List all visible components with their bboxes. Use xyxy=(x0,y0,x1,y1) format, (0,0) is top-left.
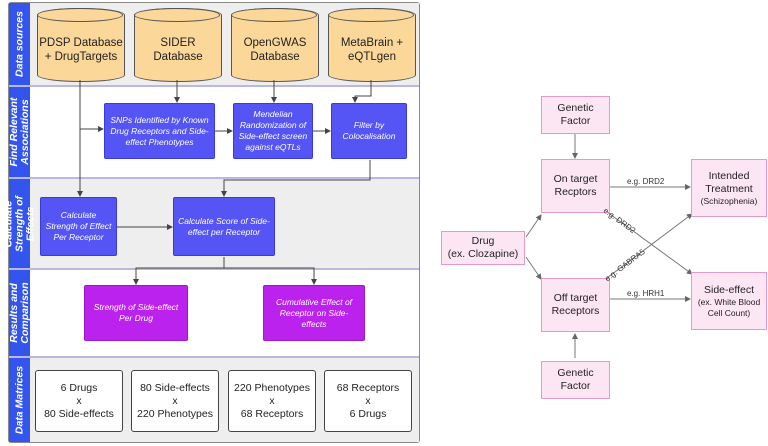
cumulative-effect-result: Cumulative Effect of Receptor on Side-ef… xyxy=(263,285,365,341)
drug-example: (ex. Clozapine) xyxy=(447,248,519,260)
cylinder-top xyxy=(134,8,220,22)
snp-identification-box: SNPs Identified by Known Drug Receptors … xyxy=(104,103,215,159)
section-label-matrices: Data Matrices xyxy=(9,358,30,442)
section-label-strength: Calculate Strength of Effects xyxy=(2,179,36,268)
band-separator xyxy=(9,177,419,179)
mendelian-randomization-box: Mendelian Randomization of Side-effect s… xyxy=(233,103,313,159)
matrix-line: 6 Drugs xyxy=(349,407,387,420)
score-per-receptor-box: Calculate Score of Side-effect per Recep… xyxy=(173,197,275,256)
section-label-results: Results and Comparison xyxy=(8,270,31,356)
genetic-factor-bottom: Genetic Factor xyxy=(541,361,610,399)
drug-label: Drug xyxy=(471,235,495,247)
database-cylinder: SIDER Database xyxy=(134,8,222,82)
matrix-line: 6 Drugs xyxy=(60,381,98,394)
drug-node: Drug(ex. Clozapine) xyxy=(441,231,525,265)
genetic-factor-top: Genetic Factor xyxy=(541,96,610,134)
on-target-receptors: On target Recptors xyxy=(541,159,610,213)
database-cylinder: OpenGWAS Database xyxy=(231,8,319,82)
matrix-line: 220 Phenotypes xyxy=(234,381,310,394)
side-effect-node: Side-effect(ex. White Blood Cell Count) xyxy=(691,272,767,330)
edge-label-hrh1: e.g. HRH1 xyxy=(627,289,665,298)
side-effect-per-drug-result: Strength of Side-effect Per Drug xyxy=(84,285,188,341)
database-cylinder: PDSP Database + DrugTargets xyxy=(37,8,125,82)
matrix-line: 80 Side-effects xyxy=(140,381,210,394)
intended-label: Intended Treatment xyxy=(705,169,753,195)
cylinder-top xyxy=(231,8,317,22)
matrix-line: 220 Phenotypes xyxy=(137,407,213,420)
matrix-line: 80 Side-effects xyxy=(44,407,114,420)
matrix-line: x xyxy=(76,394,82,407)
intended-example: (Schizophenia) xyxy=(700,195,758,206)
matrix-line: x xyxy=(365,394,371,407)
section-label-associations: Find Relevant Associations xyxy=(8,87,31,177)
side-effect-example: (ex. White Blood Cell Count) xyxy=(697,296,761,318)
intended-treatment-node: Intended Treatment(Schizophenia) xyxy=(691,159,767,217)
database-cylinder: MetaBrain + eQTLgen xyxy=(328,8,416,82)
matrix-line: 68 Receptors xyxy=(336,381,400,394)
cylinder-top xyxy=(328,8,414,22)
band-separator xyxy=(9,268,419,270)
side-effect-label: Side-effect xyxy=(703,283,754,296)
band-separator xyxy=(9,85,419,87)
matrix-line: x xyxy=(172,394,178,407)
strength-per-receptor-box: Calculate Strength of Effect Per Recepto… xyxy=(40,197,117,256)
edge-label-drd2: e.g. DRD2 xyxy=(627,177,665,186)
cylinder-top xyxy=(37,8,123,22)
matrix-line: 68 Receptors xyxy=(240,407,304,420)
off-target-receptors: Off target Receptors xyxy=(541,278,610,332)
band-separator xyxy=(9,356,419,358)
section-label-data-sources: Data sources xyxy=(9,3,30,85)
colocalisation-filter-box: Filter by Colocalisation xyxy=(331,103,407,159)
matrix-line: x xyxy=(269,394,275,407)
